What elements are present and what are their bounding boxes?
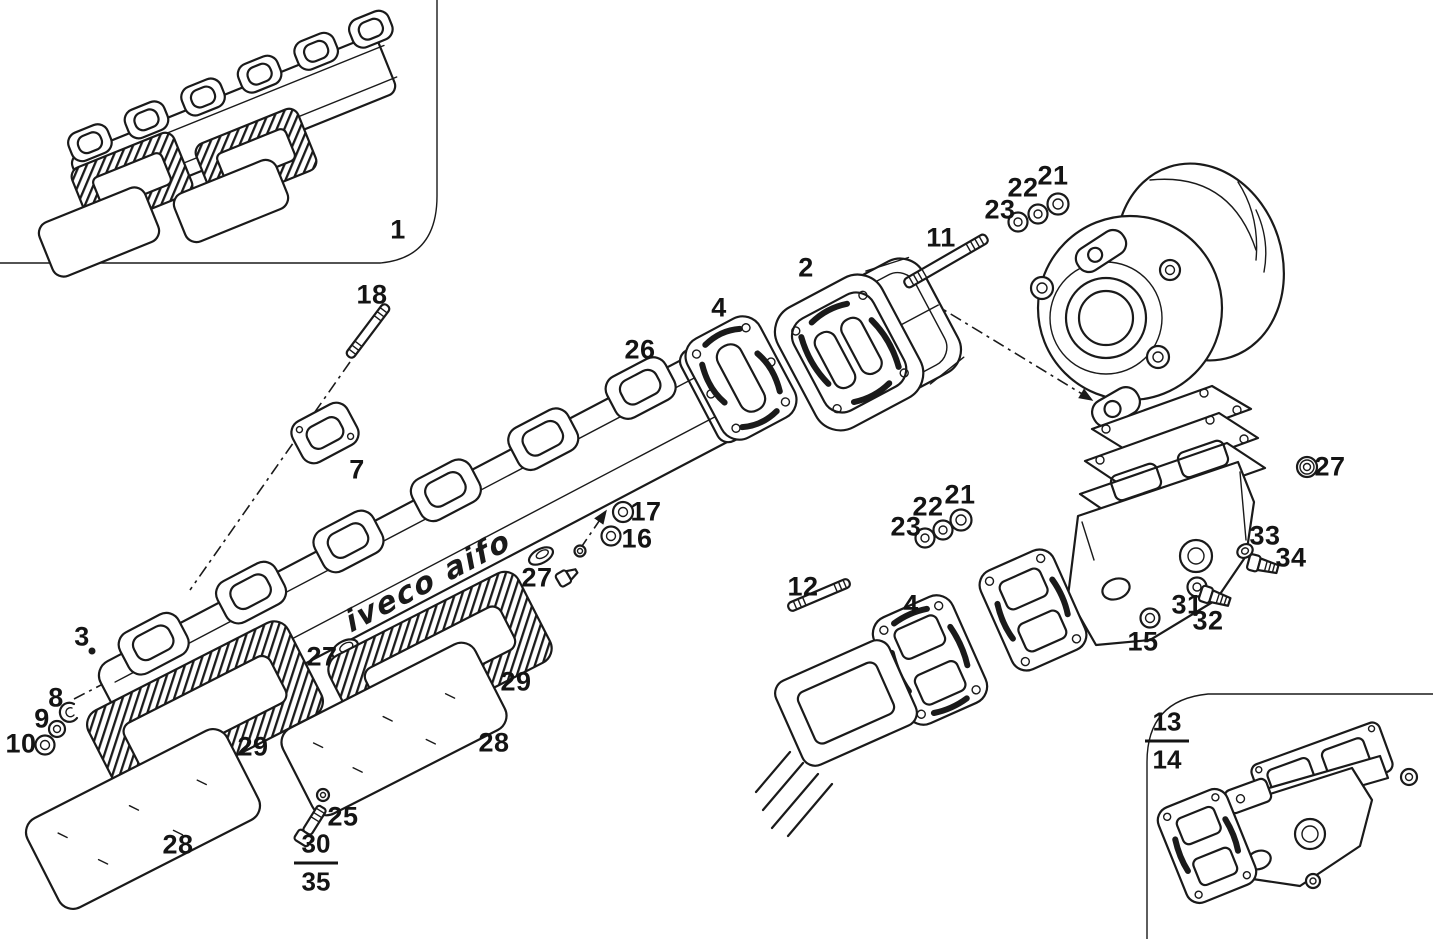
nut-10: [34, 734, 56, 756]
gasket-7: [290, 401, 360, 465]
cover-28-left: [24, 728, 262, 910]
inset-manifold-kit: [0, 0, 438, 278]
turbo-top-lug: [1074, 228, 1128, 274]
stud-11: [903, 233, 989, 289]
adapter-2: [773, 256, 965, 432]
inset-2-border: [1146, 693, 1433, 939]
stud-18: [345, 303, 391, 359]
inset-elbow-outlet-flange: [1156, 787, 1258, 905]
inset-cover-right: [172, 158, 290, 244]
nut-16: [600, 525, 622, 547]
washer-23-top: [1007, 211, 1029, 233]
inset-cover-left: [37, 186, 161, 278]
turbo-mount-flange: [1090, 384, 1253, 455]
nut-21-lower: [949, 508, 973, 532]
small-washer: [573, 544, 587, 558]
inset-1-border: [0, 0, 438, 264]
inset-elbow-variant: [1146, 693, 1433, 939]
pipe-end-frame: [754, 639, 918, 838]
washer-33: [1236, 542, 1254, 560]
nut-15: [1139, 607, 1161, 629]
snap-ring-8: [58, 701, 79, 723]
bolt-34: [1245, 553, 1280, 575]
turbo-boss-3: [1145, 344, 1171, 370]
inset-manifold-ports: [67, 9, 394, 163]
bolt-32: [1197, 584, 1232, 607]
washer-22-lower: [932, 519, 954, 541]
manifold-ports: [117, 356, 677, 676]
screw-near-27: [554, 568, 579, 588]
washer-25: [315, 787, 331, 803]
washer-9: [47, 719, 67, 739]
inset-nut: [1304, 872, 1322, 890]
turbo-boss-2: [1158, 258, 1182, 282]
washer-23-lower: [914, 527, 936, 549]
washer-27-right: [1295, 455, 1319, 479]
turbocharger: [1029, 162, 1285, 489]
elbow-outlet-flange: [978, 548, 1088, 672]
nut-21-top: [1046, 192, 1070, 216]
turbo-boss-1: [1029, 275, 1055, 301]
pin-3: [88, 647, 96, 655]
plug-27-upper: [527, 546, 555, 566]
washer-22-top: [1027, 203, 1049, 225]
bolt-25: [293, 804, 327, 848]
exhaust-elbow: [978, 439, 1267, 672]
washer-17: [611, 500, 635, 524]
cover-28-middle: [280, 641, 508, 817]
inset-washer: [1399, 767, 1419, 787]
stud-12: [787, 578, 851, 612]
gasket-4-upper: [684, 315, 798, 441]
